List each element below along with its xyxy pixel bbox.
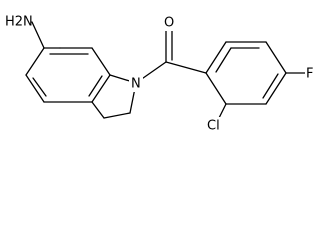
bond	[91, 101, 105, 119]
bond	[91, 74, 111, 103]
bond	[265, 41, 287, 74]
structure-canvas: H2N N O Cl F	[4, 13, 317, 134]
double-bond-inner	[262, 73, 279, 99]
nitrogen-label: N	[131, 77, 141, 92]
bond	[91, 47, 111, 76]
label-background	[129, 75, 143, 92]
label-background	[305, 66, 317, 83]
bond	[25, 47, 45, 76]
indoline-benzene-ring	[25, 47, 111, 103]
bond-amine	[31, 21, 45, 49]
chlorofluorophenyl-ring	[205, 41, 287, 105]
bond	[205, 41, 227, 74]
molecule-drawing: H2N N O Cl F	[4, 13, 317, 134]
label-background	[4, 13, 30, 30]
amine-label: H2N	[5, 15, 33, 30]
bond	[103, 112, 131, 119]
bond-aryl	[165, 61, 207, 74]
chlorine-label: Cl	[207, 119, 220, 134]
oxygen-label: O	[164, 16, 174, 31]
label-background	[205, 117, 225, 134]
fluorine-label: F	[306, 67, 313, 82]
label-background	[162, 14, 176, 31]
bond	[25, 74, 45, 103]
bond	[265, 72, 287, 105]
double-bond-inner	[32, 77, 47, 97]
bond	[205, 72, 227, 105]
double-bond-inner	[215, 47, 232, 73]
double-bond-inner	[88, 75, 103, 97]
